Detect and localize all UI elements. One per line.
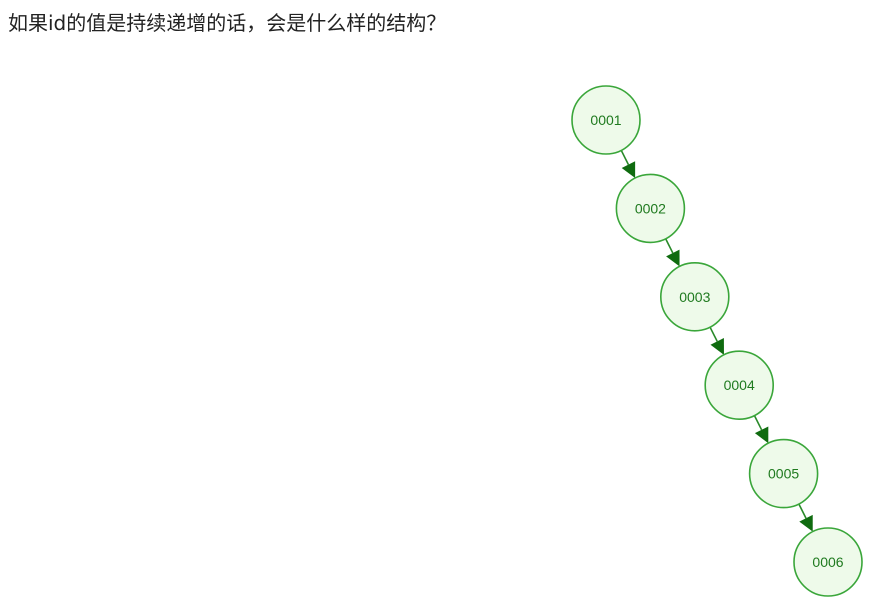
node-circle xyxy=(659,261,730,332)
arrowhead xyxy=(710,338,724,355)
edge-line xyxy=(798,503,807,519)
node-label: 0004 xyxy=(724,377,755,393)
tree-node-0004: 0004 xyxy=(704,350,775,421)
edge-1-2 xyxy=(620,150,636,179)
question-text: 如果id的值是持续递增的话，会是什么样的结构？ xyxy=(8,11,447,35)
arrowhead xyxy=(799,514,813,532)
tree-node-0003: 0003 xyxy=(659,261,730,332)
arrowhead xyxy=(666,249,680,267)
node-circle xyxy=(615,173,686,244)
node-circle xyxy=(748,438,819,509)
edges-group xyxy=(620,150,813,532)
edge-2-3 xyxy=(664,238,680,267)
node-label: 0005 xyxy=(768,466,799,482)
tree-node-0001: 0001 xyxy=(571,85,641,155)
node-circle xyxy=(793,527,863,597)
node-circle xyxy=(571,85,641,155)
node-label: 0002 xyxy=(635,200,666,216)
tree-node-0005: 0005 xyxy=(748,438,819,509)
node-label: 0006 xyxy=(812,554,843,570)
edge-line xyxy=(664,238,674,254)
node-circle xyxy=(704,350,775,421)
edge-5-6 xyxy=(798,503,813,532)
arrowhead xyxy=(754,426,769,444)
arrowhead xyxy=(621,161,636,179)
edge-3-4 xyxy=(709,326,724,355)
nodes-group: 0001 0002 0003 0004 0005 0006 xyxy=(571,85,863,597)
node-label: 0003 xyxy=(679,289,710,305)
tree-node-0002: 0002 xyxy=(615,173,686,244)
edge-4-5 xyxy=(753,415,769,444)
edge-line xyxy=(709,326,718,342)
edge-line xyxy=(620,150,630,165)
tree-node-0006: 0006 xyxy=(793,527,863,597)
edge-line xyxy=(753,415,763,431)
node-label: 0001 xyxy=(590,112,621,128)
